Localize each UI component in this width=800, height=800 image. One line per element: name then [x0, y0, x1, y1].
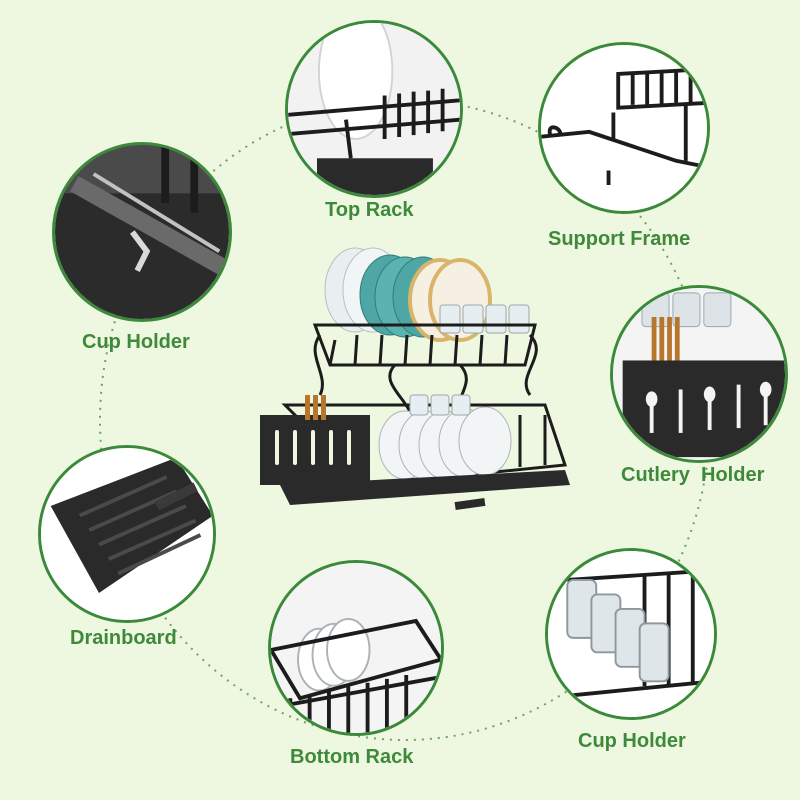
cup-holder-right-label: Cup Holder: [578, 730, 686, 752]
drainboard-label: Drainboard: [70, 627, 177, 649]
cutlery-holder-part: [260, 395, 370, 485]
top-rack-label: Top Rack: [325, 199, 414, 221]
cup-holder-left-label: Cup Holder: [82, 331, 190, 353]
cutlery-holder-detail-image: [613, 288, 785, 460]
cutlery-holder-label: Cutlery Holder: [621, 464, 765, 486]
top-rack-bubble: [285, 20, 463, 198]
cutlery-holder-bubble: [610, 285, 788, 463]
cup-holder-left-bubble: [52, 142, 232, 322]
drainboard-detail-image: [41, 448, 213, 620]
support-frame-label: Support Frame: [548, 228, 691, 250]
bottom-rack-bubble: [268, 560, 444, 736]
bottom-rack-label: Bottom Rack: [290, 746, 414, 768]
dish-rack-product-image: [260, 247, 570, 511]
cup-holder-left-detail-image: [55, 145, 229, 319]
support-frame-detail-image: [541, 45, 707, 211]
support-frame-bubble: [538, 42, 710, 214]
top-plates: [324, 247, 492, 342]
cup-holder-right-detail-image: [548, 551, 714, 717]
bottom-rack-detail-image: [271, 563, 441, 733]
cup-holder-right-bubble: [545, 548, 717, 720]
top-rack-detail-image: [288, 23, 460, 195]
drainboard-bubble: [38, 445, 216, 623]
